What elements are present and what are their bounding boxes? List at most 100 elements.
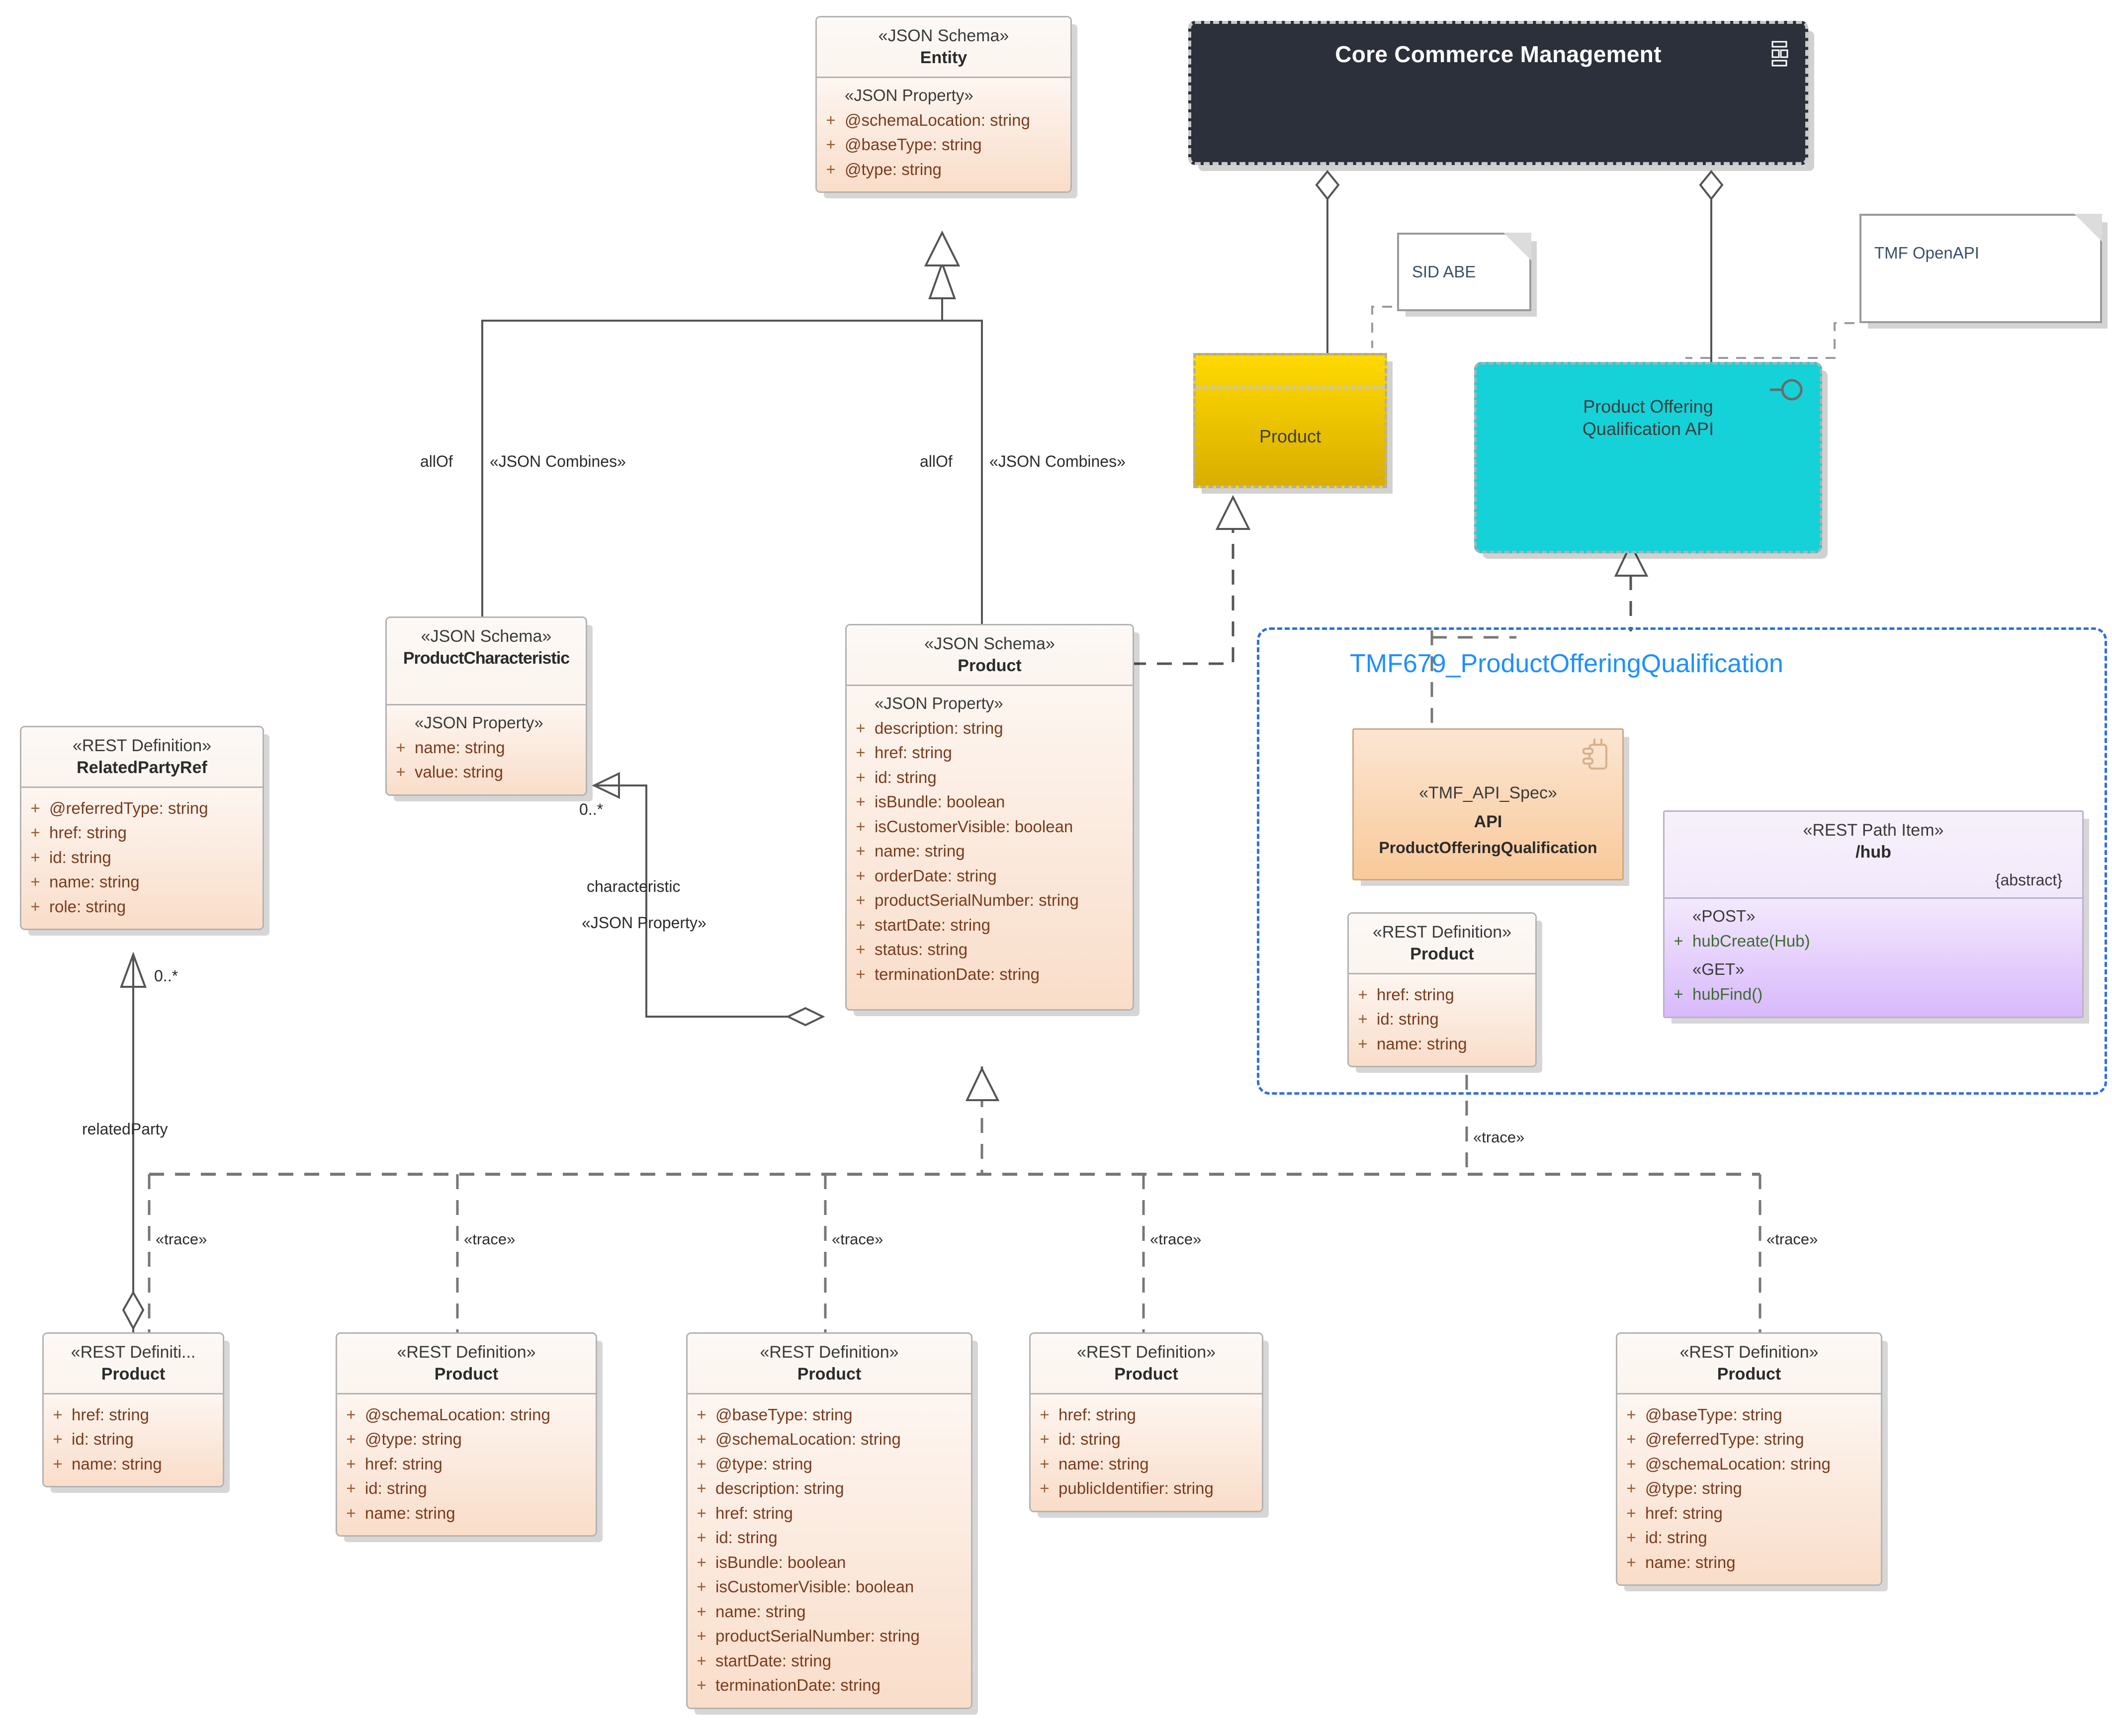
attribute-label: @schemaLocation: string [715, 1430, 901, 1449]
note-tmf-openapi[interactable]: TMF OpenAPI [1859, 214, 2102, 323]
class-bottom-rest-2[interactable]: «REST Definition» Product +@schemaLocati… [336, 1332, 597, 1537]
class-stereotype: «JSON Schema» [878, 26, 1009, 45]
attribute-row: +@referredType: string [21, 796, 263, 821]
node-product-offering-qualification-api[interactable]: Product Offering Qualification API [1474, 362, 1822, 553]
edge-label-trace-5: «trace» [1766, 1230, 1818, 1248]
attribute-row: +orderDate: string [847, 864, 1133, 888]
attribute-label: @referredType: string [1645, 1430, 1804, 1449]
attribute-label: orderDate: string [875, 866, 997, 885]
note-text: SID ABE [1412, 262, 1476, 281]
attribute-label: href: string [715, 1503, 793, 1522]
class-bottom-rest-4[interactable]: «REST Definition» Product +href: string … [1029, 1332, 1263, 1512]
edge-label-trace-6: «trace» [1473, 1128, 1525, 1146]
attribute-label: terminationDate: string [875, 964, 1040, 983]
class-entity-attributes: «JSON Property» +@schemaLocation: string… [817, 78, 1070, 192]
class-rest-path-item-hub[interactable]: «REST Path Item» /hub {abstract} «POST» … [1663, 810, 2084, 1018]
attribute-row: +name: string [688, 1599, 971, 1624]
edge-label-trace-2: «trace» [464, 1230, 516, 1248]
class-stereotype: «REST Path Item» [1803, 821, 1944, 840]
attribute-row: +name: string [44, 1452, 223, 1476]
attribute-label: name: string [1645, 1553, 1736, 1571]
package-frame-title: TMF679_ProductOfferingQualification [1350, 649, 1783, 678]
attribute-label: id: string [715, 1528, 778, 1547]
divider [1665, 897, 2082, 899]
attribute-label: name: string [365, 1503, 455, 1522]
operation-stereotype: «POST» [1692, 906, 1756, 925]
attribute-label: @schemaLocation: string [365, 1405, 550, 1424]
attribute-row: +href: string [1617, 1501, 1881, 1526]
attribute-row: +id: string [337, 1476, 596, 1501]
attribute-row: +id: string [847, 765, 1133, 790]
class-bottom-rest-5[interactable]: «REST Definition» Product +@baseType: st… [1616, 1332, 1882, 1586]
attribute-group-stereotype: «JSON Property» [845, 86, 973, 104]
attribute-label: id: string [1058, 1430, 1121, 1449]
attribute-label: isBundle: boolean [875, 792, 1005, 811]
class-rest-product-in-package[interactable]: «REST Definition» Product +href: string … [1347, 912, 1537, 1068]
class-related-party-ref[interactable]: «REST Definition» RelatedPartyRef +@refe… [20, 726, 264, 931]
attribute-row: +@referredType: string [1617, 1427, 1881, 1452]
class-name-line2: ProductOfferingQualification [1379, 838, 1597, 857]
attribute-row: +description: string [688, 1476, 971, 1501]
attribute-row: +@type: string [337, 1427, 596, 1452]
divider [1617, 1392, 1881, 1394]
class-stereotype: «REST Definition» [1372, 923, 1512, 942]
edge-label-trace-3: «trace» [832, 1230, 883, 1248]
class-stereotype: «JSON Schema» [924, 634, 1055, 653]
class-stereotype: «REST Definition» [760, 1343, 899, 1362]
class-entity[interactable]: «JSON Schema» Entity «JSON Property» +@s… [815, 16, 1072, 193]
edge-label-json-combines-right: «JSON Combines» [989, 452, 1126, 470]
operation-row: +hubFind() [1665, 982, 2082, 1007]
attribute-row: +name: string [1349, 1032, 1535, 1056]
attribute-label: @type: string [715, 1454, 812, 1473]
attribute-row: +isBundle: boolean [847, 789, 1133, 814]
attribute-label: id: string [875, 768, 937, 786]
attribute-label: value: string [415, 763, 503, 781]
divider [1031, 1392, 1262, 1394]
attribute-row: +productSerialNumber: string [688, 1624, 971, 1649]
class-stereotype: «REST Definiti... [71, 1343, 196, 1362]
note-fold-icon [1503, 233, 1531, 260]
attribute-row: +role: string [21, 894, 263, 919]
interface-socket-icon [1770, 379, 1803, 401]
class-name: Product [958, 656, 1022, 675]
attribute-row: +@schemaLocation: string [817, 108, 1070, 133]
attribute-row: +href: string [1031, 1402, 1262, 1427]
class-product-schema[interactable]: «JSON Schema» Product «JSON Property» +d… [845, 624, 1134, 1011]
attribute-label: isCustomerVisible: boolean [875, 817, 1073, 836]
attribute-row: +href: string [21, 820, 263, 845]
node-core-commerce-management[interactable]: Core Commerce Management [1188, 21, 1808, 165]
node-product[interactable]: Product [1193, 353, 1387, 488]
class-header: «JSON Schema» Product [847, 625, 1133, 685]
attribute-row: +startDate: string [688, 1649, 971, 1673]
note-sid-abe[interactable]: SID ABE [1397, 233, 1531, 311]
attribute-row: +name: string [1617, 1550, 1881, 1575]
class-name: RelatedPartyRef [77, 758, 207, 777]
class-attributes: +@baseType: string +@schemaLocation: str… [688, 1394, 971, 1708]
attribute-label: id: string [49, 848, 111, 867]
attribute-label: id: string [1645, 1528, 1707, 1547]
attribute-row: +terminationDate: string [688, 1673, 971, 1698]
class-product-characteristic[interactable]: «JSON Schema» ProductCharacteristic «JSO… [385, 616, 587, 796]
class-bottom-rest-3[interactable]: «REST Definition» Product +@baseType: st… [686, 1332, 972, 1709]
operation-label: hubFind() [1692, 985, 1763, 1004]
attribute-label: name: string [1058, 1454, 1149, 1473]
attribute-row: +isCustomerVisible: boolean [688, 1574, 971, 1599]
attribute-label: @type: string [1645, 1479, 1742, 1498]
class-bottom-rest-1[interactable]: «REST Definiti... Product +href: string … [42, 1332, 224, 1488]
class-stereotype: «TMF_API_Spec» [1419, 783, 1557, 802]
attribute-row: +@type: string [817, 157, 1070, 182]
class-stereotype: «REST Definition» [397, 1343, 536, 1362]
attribute-row: +value: string [387, 760, 586, 784]
attribute-row: +id: string [1617, 1525, 1881, 1550]
attribute-row: +@type: string [688, 1452, 971, 1476]
divider [44, 1392, 223, 1394]
attribute-row: +id: string [1031, 1427, 1262, 1452]
attribute-row: +status: string [847, 937, 1133, 962]
attribute-label: @schemaLocation: string [845, 110, 1030, 129]
class-name-line1: API [1474, 812, 1502, 831]
edge-label-trace-1: «trace» [156, 1230, 207, 1248]
class-api-spec[interactable]: «TMF_API_Spec» API ProductOfferingQualif… [1352, 728, 1624, 880]
attribute-label: role: string [49, 897, 126, 916]
attribute-row: +@schemaLocation: string [1617, 1452, 1881, 1476]
